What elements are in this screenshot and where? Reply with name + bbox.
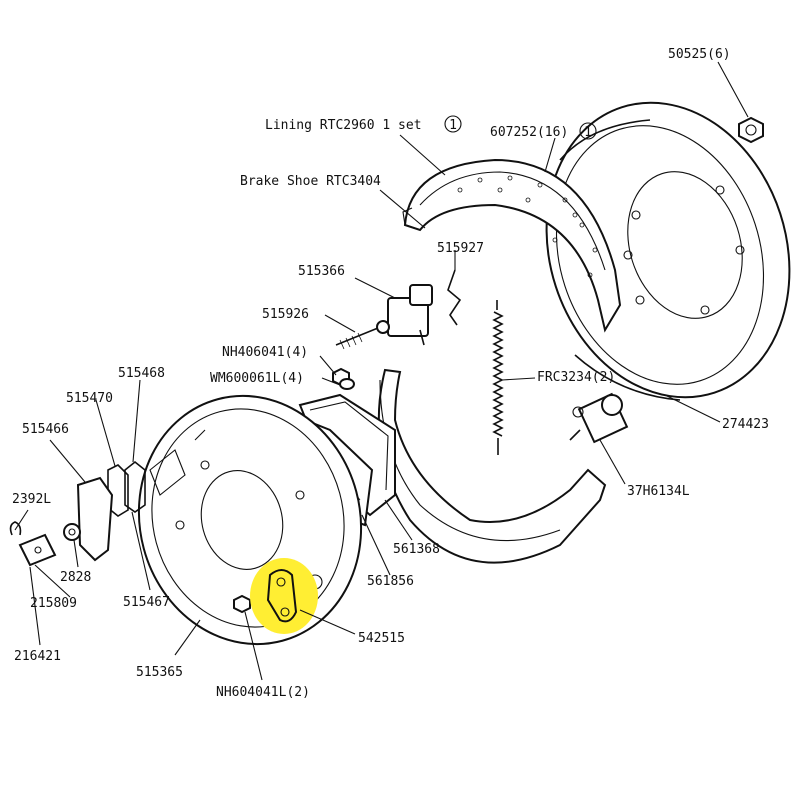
label-515926: 515926: [262, 307, 309, 322]
label-515927: 515927: [437, 241, 484, 256]
label-515365: 515365: [136, 665, 183, 680]
label-216421: 216421: [14, 649, 61, 664]
adjuster: [387, 284, 433, 346]
label-37h6134l: 37H6134L: [627, 484, 690, 499]
label-2828: 2828: [60, 570, 91, 585]
label-515470: 515470: [66, 391, 113, 406]
split-pin: [9, 521, 22, 536]
label-515467: 515467: [123, 595, 170, 610]
label-542515: 542515: [358, 631, 405, 646]
ref-marker-lining: 1: [444, 115, 462, 133]
lower-brake-shoe: [377, 368, 607, 564]
label-274423: 274423: [722, 417, 769, 432]
label-215809: 215809: [30, 596, 77, 611]
upper-brake-shoe: [402, 158, 622, 333]
ref-marker-rivet-text: 1: [584, 125, 592, 140]
clevis: [18, 533, 57, 567]
wheel-nut: [738, 116, 764, 144]
label-561856: 561856: [367, 574, 414, 589]
part-labels: 50525(6) Lining RTC2960 1 set 607252(16)…: [12, 47, 769, 700]
label-nh604041l: NH604041L(2): [216, 685, 310, 700]
backplate-washer: [339, 378, 355, 390]
label-2392l: 2392L: [12, 492, 51, 507]
bush: [63, 523, 81, 541]
label-515466: 515466: [22, 422, 69, 437]
label-607252: 607252(16): [490, 125, 568, 140]
ref-marker-lining-text: 1: [449, 118, 457, 133]
plate-515466: [76, 476, 114, 562]
label-515468: 515468: [118, 366, 165, 381]
label-brake-shoe: Brake Shoe RTC3404: [240, 174, 381, 189]
label-frc3234: FRC3234(2): [537, 370, 615, 385]
label-561368: 561368: [393, 542, 440, 557]
label-50525: 50525(6): [668, 47, 731, 62]
leader-lines: [14, 61, 749, 681]
label-515366: 515366: [298, 264, 345, 279]
adjuster-bolt: [335, 320, 390, 350]
wheel-cylinder: [569, 392, 629, 444]
label-wm600061l: WM600061L(4): [210, 371, 304, 386]
highlighted-bracket: [250, 558, 318, 634]
return-spring: [492, 300, 504, 455]
adjuster-clip: [447, 269, 462, 326]
label-lining: Lining RTC2960 1 set: [265, 118, 422, 133]
ref-marker-rivet: 1: [579, 122, 597, 140]
clip-515468: [124, 460, 146, 513]
label-nh406041: NH406041(4): [222, 345, 308, 360]
